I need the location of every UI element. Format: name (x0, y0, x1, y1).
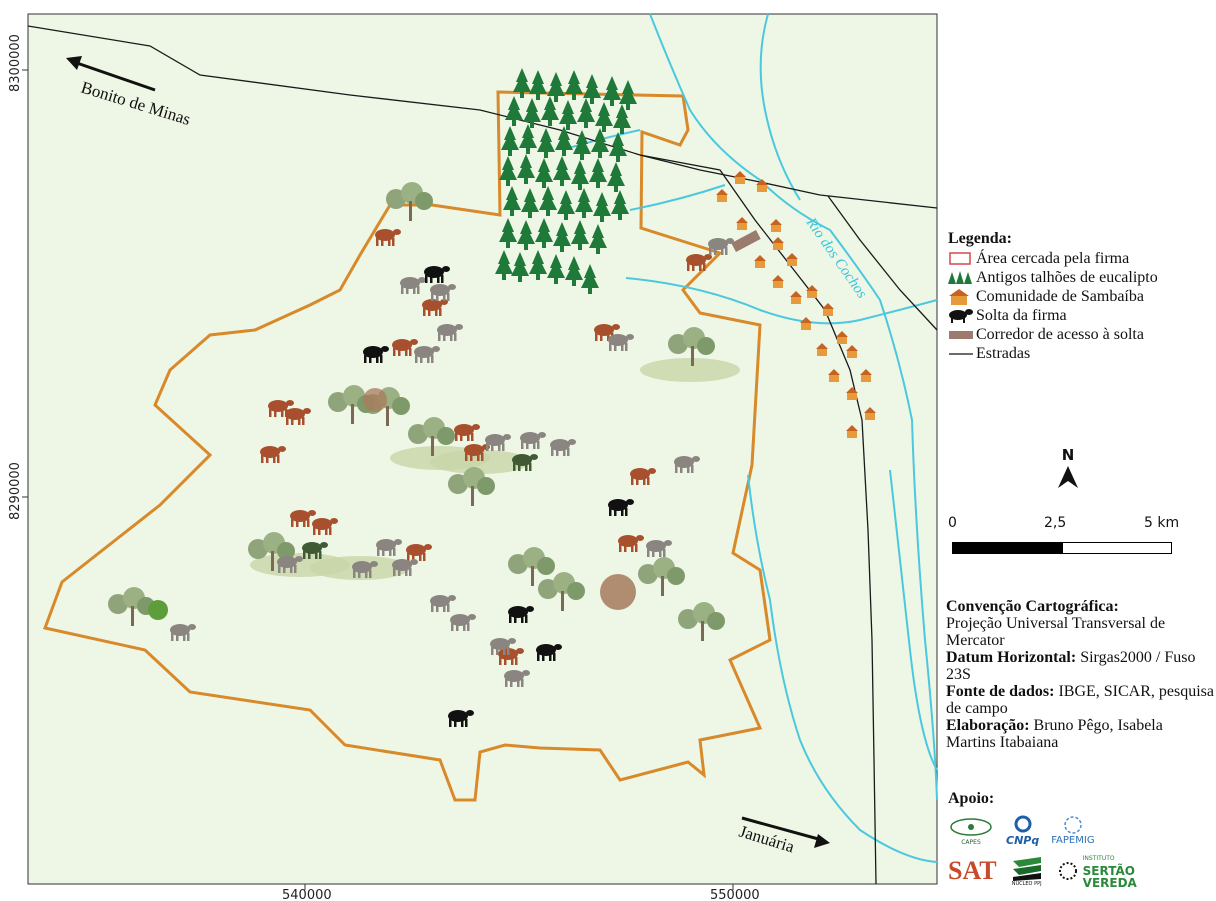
roads (27, 25, 938, 885)
legend-item-roads: Estradas (948, 345, 1213, 362)
cartographic-info: Convenção Cartográfica: Projeção Univers… (946, 598, 1214, 751)
legend-label: Antigos talhões de eucalipto (976, 269, 1158, 286)
arrow-bonito-icon (66, 56, 156, 92)
north-arrow: N (1056, 446, 1080, 495)
legend-label: Área cercada pela firma (976, 250, 1130, 267)
vegetation (108, 182, 740, 641)
corridor-icon (948, 326, 976, 343)
datum-label: Datum Horizontal: (946, 649, 1077, 666)
legend-item-solta: Solta da firma (948, 307, 1213, 324)
cow-icon (948, 307, 976, 324)
access-corridor (731, 230, 761, 252)
legend-label: Comunidade de Sambaíba (976, 288, 1144, 305)
x-coord-left: 540000 (282, 888, 332, 901)
scale-segment-black (952, 542, 1062, 554)
instituto-sertao-vereda-logo: INSTITUTO SERTÃO VEREDA (1057, 853, 1137, 889)
house-icon (948, 288, 976, 305)
y-coord-mid: 8290000 (8, 462, 23, 520)
source-value: IBGE, SICAR, pesquisa de campo (946, 683, 1215, 717)
legend-item-corridor: Corredor de acesso à solta (948, 326, 1213, 343)
scale-label-0: 0 (948, 515, 957, 531)
author-label: Elaboração: (946, 717, 1030, 734)
arrow-januaria-icon (741, 816, 830, 848)
legend-label: Corredor de acesso à solta (976, 326, 1144, 343)
capes-logo: CAPES (948, 815, 994, 846)
legend: Legenda: Área cercada pela firma Antigos… (948, 230, 1213, 364)
x-coord-right: 550000 (710, 888, 760, 901)
legend-label: Solta da firma (976, 307, 1067, 324)
scale-label-end: 5 km (1144, 515, 1180, 531)
scale-label-mid: 2,5 (1044, 515, 1067, 531)
fapemig-logo: FAPEMIG (1051, 815, 1095, 846)
convention-label: Convenção Cartográfica: (946, 598, 1119, 615)
datum-value: Sirgas2000 / Fuso 23S (946, 649, 1196, 683)
legend-item-eucalyptus: Antigos talhões de eucalipto (948, 269, 1213, 286)
y-coord-top: 8300000 (8, 34, 23, 92)
author-value: Bruno Pêgo, Isabela Martins Itabaiana (946, 717, 1163, 751)
eucalyptus-icon (948, 269, 976, 286)
legend-title: Legenda: (948, 230, 1012, 247)
convention-value: Projeção Universal Transversal de Mercat… (946, 615, 1166, 649)
sat-logo: SAT (948, 856, 997, 885)
scale-segment-white (1062, 542, 1172, 554)
cnpq-logo: CNPq (1006, 814, 1039, 847)
source-label: Fonte de dados: (946, 683, 1055, 700)
support-title: Apoio: (948, 790, 995, 807)
fenced-area-boundary (42, 90, 772, 802)
rivers (561, 13, 938, 863)
legend-item-community: Comunidade de Sambaíba (948, 288, 1213, 305)
coordinate-ticks (22, 69, 734, 890)
fence-rect-icon (948, 250, 976, 267)
scale-bar: 0 2,5 5 km (948, 515, 1188, 560)
support-section: Apoio: CAPES CNPq FAPEMIG SAT NÚCLEO PPJ… (948, 790, 1216, 889)
north-label: N (1061, 446, 1075, 464)
north-arrow-icon (1058, 466, 1078, 488)
legend-item-fenced-area: Área cercada pela firma (948, 250, 1213, 267)
nucleo-ppj-logo: NÚCLEO PPJ (1009, 855, 1045, 887)
road-line-icon (948, 345, 976, 362)
legend-label: Estradas (976, 345, 1031, 362)
